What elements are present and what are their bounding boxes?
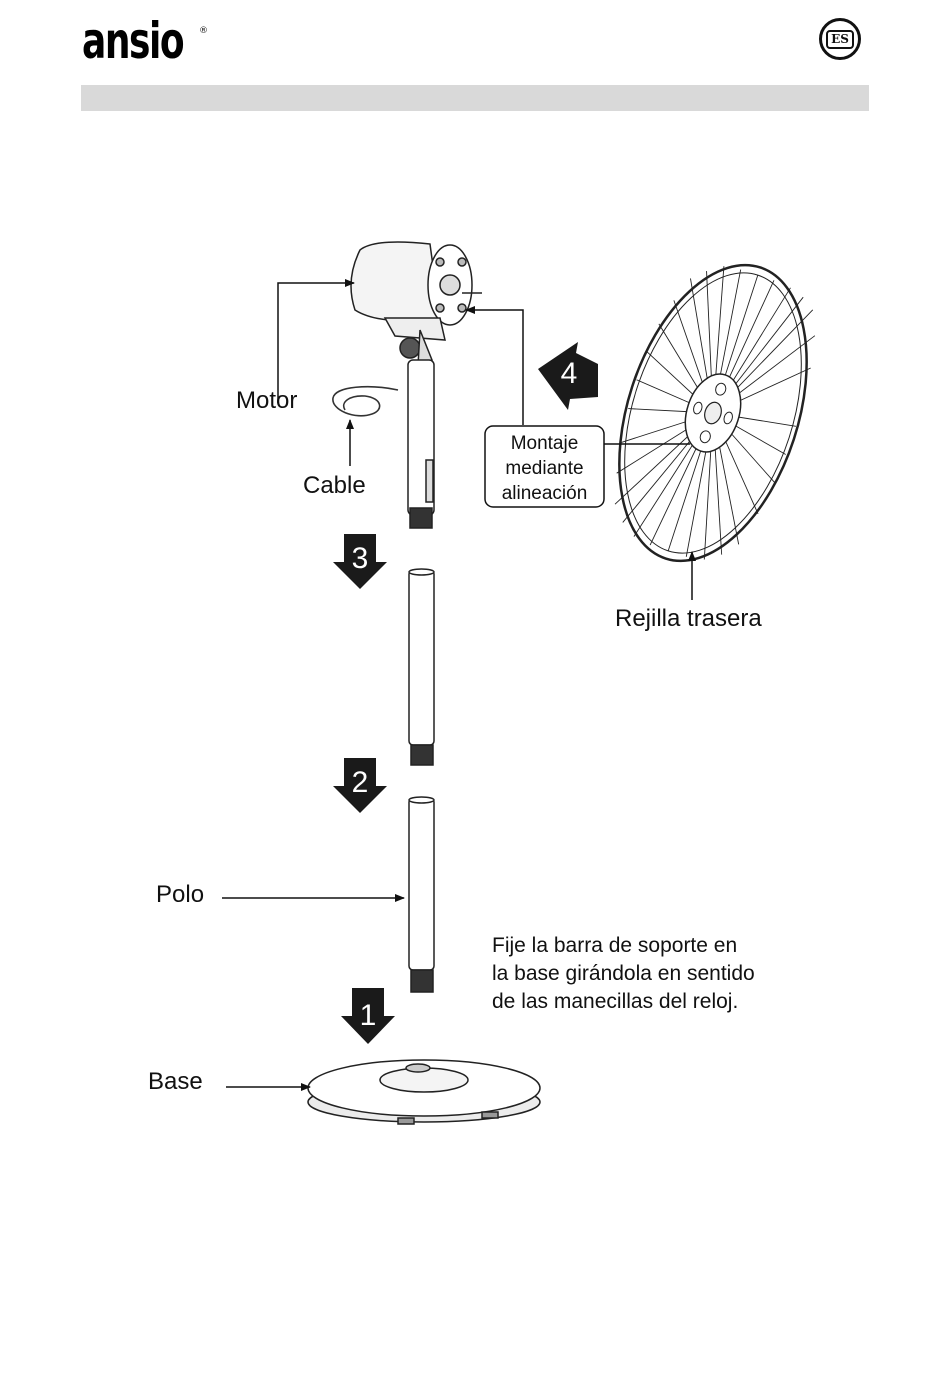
- base-label: Base: [148, 1068, 203, 1095]
- alignment-callout-arrow: [466, 310, 523, 425]
- step-2-number: 2: [352, 766, 369, 799]
- step-1-number: 1: [360, 999, 377, 1032]
- step-4-number: 4: [561, 357, 578, 390]
- assembly-instruction: Fije la barra de soporte en la base girá…: [492, 932, 812, 1016]
- step-2-arrow: 2: [333, 758, 387, 813]
- step-4-arrow: 4: [538, 342, 598, 410]
- base-illustration: [308, 1060, 540, 1124]
- instruction-line-1: Fije la barra de soporte en: [492, 932, 812, 960]
- alignment-label-line2: mediante: [505, 458, 583, 479]
- alignment-label-line1: Montaje: [511, 433, 579, 454]
- rear-grille-label: Rejilla trasera: [615, 605, 762, 632]
- alignment-label-line3: alineación: [502, 483, 588, 504]
- cable-illustration: [333, 387, 398, 416]
- motor-callout-arrow: [278, 283, 354, 403]
- step-3-arrow: 3: [333, 534, 387, 589]
- step-1-arrow: 1: [341, 988, 395, 1044]
- instruction-line-3: de las manecillas del reloj.: [492, 988, 812, 1016]
- cable-label: Cable: [303, 472, 366, 499]
- instruction-line-2: la base girándola en sentido: [492, 960, 812, 988]
- middle-pole-illustration: [409, 569, 434, 765]
- lower-pole-illustration: [409, 797, 434, 992]
- step-3-number: 3: [352, 542, 369, 575]
- rear-grille-illustration: [585, 241, 841, 585]
- pole-label: Polo: [156, 881, 204, 908]
- motor-illustration: [351, 242, 482, 528]
- motor-label: Motor: [236, 387, 297, 414]
